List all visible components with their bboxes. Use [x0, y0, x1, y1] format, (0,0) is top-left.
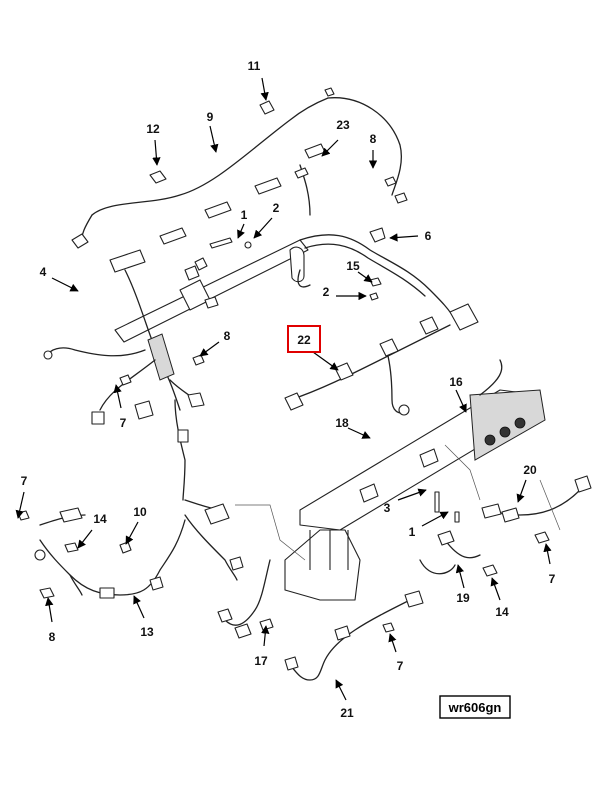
callout-19: 19 — [456, 591, 470, 605]
callout-1-top: 1 — [241, 208, 248, 222]
callout-arrows — [15, 77, 552, 701]
reference-code-box — [439, 695, 511, 719]
callout-7-left: 7 — [21, 474, 28, 488]
callout-14-right: 14 — [495, 605, 509, 619]
callout-8-mid: 8 — [224, 329, 231, 343]
callout-8-top: 8 — [370, 132, 377, 146]
callout-15: 15 — [346, 259, 360, 273]
right-harness — [419, 359, 592, 577]
callout-10: 10 — [133, 505, 147, 519]
callout-23: 23 — [336, 118, 350, 132]
callout-17: 17 — [254, 654, 268, 668]
lower-center-harness — [217, 559, 424, 681]
callout-7-bottom: 7 — [397, 659, 404, 673]
upper-harness — [71, 87, 408, 249]
callout-7-mid: 7 — [120, 416, 127, 430]
callout-18: 18 — [335, 416, 349, 430]
callout-7-right: 7 — [549, 572, 556, 586]
callout-14-left: 14 — [93, 512, 107, 526]
reference-code: wr606gn — [448, 700, 502, 715]
callout-6: 6 — [425, 229, 432, 243]
lower-left-harness — [17, 499, 244, 599]
callout-22-highlight — [287, 325, 321, 353]
callout-12: 12 — [146, 122, 160, 136]
callout-8-bottom: 8 — [49, 630, 56, 644]
callout-16: 16 — [449, 375, 463, 389]
injector-harness — [284, 316, 451, 416]
fuel-rail-assembly — [43, 234, 479, 501]
callout-1-bottom: 1 — [409, 525, 416, 539]
callout-9: 9 — [207, 110, 214, 124]
callout-11: 11 — [248, 59, 261, 73]
callout-21: 21 — [340, 706, 354, 720]
callout-22: 22 — [297, 333, 311, 347]
callout-3: 3 — [384, 501, 391, 515]
intake-manifold — [235, 389, 546, 601]
callout-2-mid: 2 — [323, 285, 330, 299]
callout-20: 20 — [523, 463, 537, 477]
callout-2-top: 2 — [273, 201, 280, 215]
callout-13: 13 — [140, 625, 154, 639]
callout-4: 4 — [40, 265, 47, 279]
small-hardware — [209, 237, 460, 523]
